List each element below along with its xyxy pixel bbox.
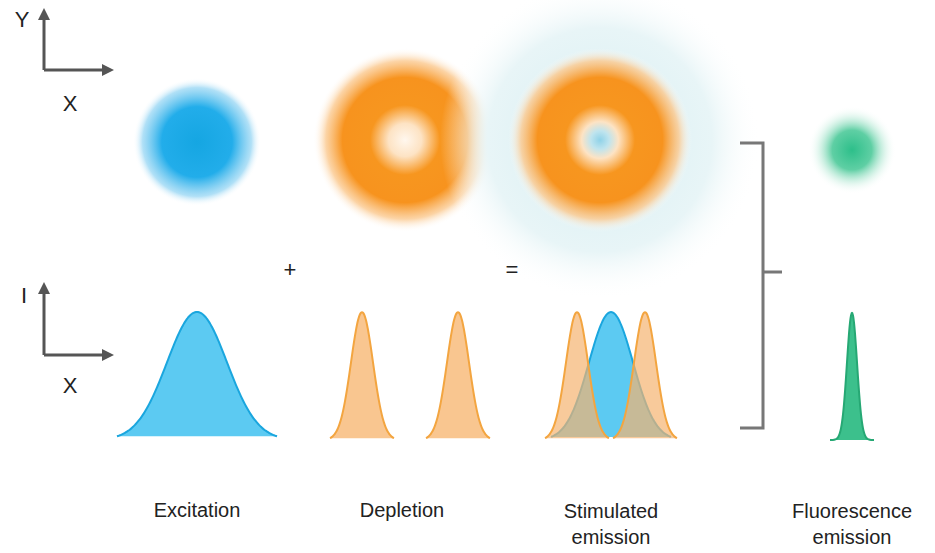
intensity-curve [330, 312, 394, 438]
intensity-curve [117, 312, 277, 436]
bracket [740, 143, 782, 428]
stimulated-donut [508, 48, 692, 232]
axis-label: I [9, 282, 39, 311]
intensity-profiles [117, 312, 874, 440]
intensity-curve [613, 312, 677, 438]
intensity-curve [426, 312, 490, 438]
excitation-spot [133, 78, 261, 206]
fluorescence-spot [808, 106, 896, 194]
column-caption: Stimulated emission [536, 498, 686, 550]
axes [44, 14, 108, 355]
intensity-curve [830, 313, 874, 440]
column-caption: Fluorescence emission [777, 498, 927, 550]
column-caption: Excitation [112, 497, 282, 523]
axis-label: X [55, 90, 85, 119]
operator-sign: = [497, 256, 527, 285]
axis-label: Y [7, 6, 37, 35]
axis-label: X [55, 372, 85, 401]
operator-sign: + [275, 256, 305, 285]
intensity-curve [545, 312, 609, 438]
halo [440, 0, 760, 300]
column-caption: Depletion [317, 497, 487, 523]
